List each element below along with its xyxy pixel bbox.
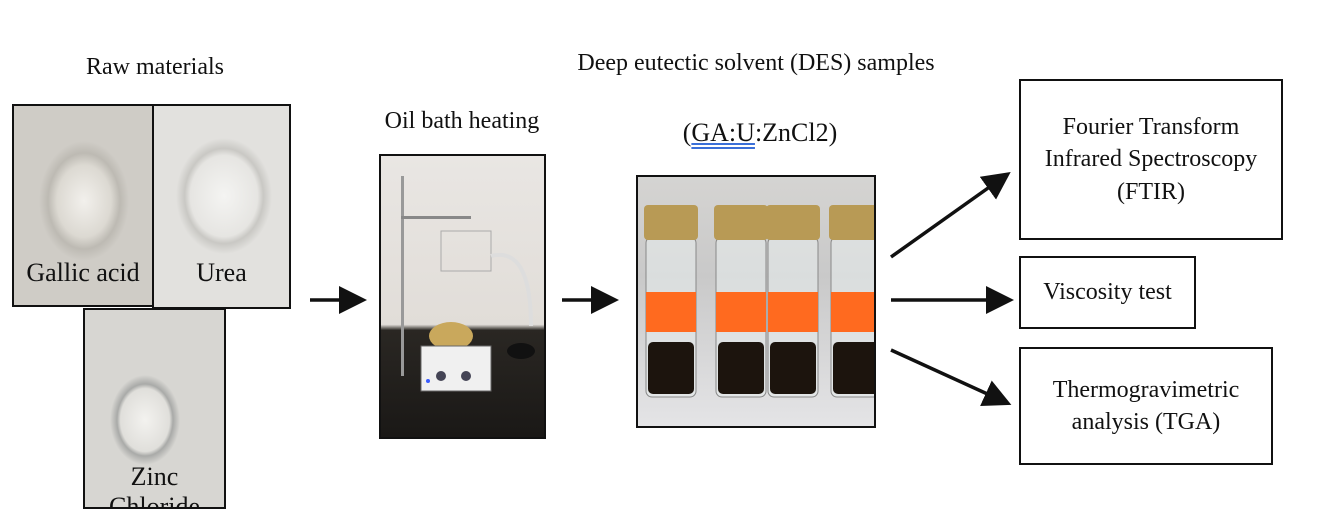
ftir-line1: Fourier Transform [1062, 113, 1240, 140]
oil-bath-photo [379, 154, 546, 439]
des-samples-photo [636, 175, 876, 428]
zinc-chloride-photo: Zinc Chloride [83, 308, 226, 509]
gallic-acid-label: Gallic acid [26, 258, 140, 287]
zinc-chloride-label: Zinc Chloride [109, 462, 200, 509]
vial-cap [829, 205, 874, 240]
viscosity-label: Viscosity test [1043, 279, 1172, 306]
vial-label [716, 292, 766, 332]
vial [829, 205, 874, 398]
raw-materials-title: Raw materials [86, 54, 224, 80]
vials-illustration [644, 205, 874, 398]
formula-open: ( [682, 118, 692, 147]
formula-zncl2: :ZnCl2) [754, 118, 838, 147]
vial-label [646, 292, 696, 332]
gallic-acid-photo: Gallic acid [12, 104, 154, 307]
ftir-line3: (FTIR) [1116, 178, 1185, 205]
vial-liquid [770, 342, 816, 394]
tga-box: Thermogravimetric analysis (TGA) [1019, 347, 1273, 465]
viscosity-box: Viscosity test [1019, 256, 1196, 329]
vial-cap [644, 205, 698, 240]
vial-liquid [648, 342, 694, 394]
vial-cap [714, 205, 768, 240]
vial-liquid [718, 342, 764, 394]
tga-line2: analysis (TGA) [1071, 409, 1221, 435]
vial-liquid [833, 342, 874, 394]
vial [644, 205, 698, 398]
urea-label: Urea [196, 258, 247, 287]
arrow-to-ftir [889, 171, 1011, 259]
vial [714, 205, 768, 398]
arrow-to-tga [890, 348, 1012, 407]
oil-bath-setup-illustration [401, 176, 535, 392]
urea-photo: Urea [152, 104, 291, 309]
ftir-line2: Infrared Spectroscopy [1044, 146, 1258, 173]
des-formula: (GA:U:ZnCl2) [683, 118, 838, 148]
tga-line1: Thermogravimetric [1052, 376, 1240, 403]
vial [766, 205, 820, 398]
des-title: Deep eutectic solvent (DES) samples [577, 50, 935, 76]
vial-cap [766, 205, 820, 240]
vial-label [768, 292, 818, 332]
vial-label [831, 292, 874, 332]
oil-bath-title: Oil bath heating [384, 108, 540, 134]
formula-ga-u: GA:U [691, 118, 755, 147]
